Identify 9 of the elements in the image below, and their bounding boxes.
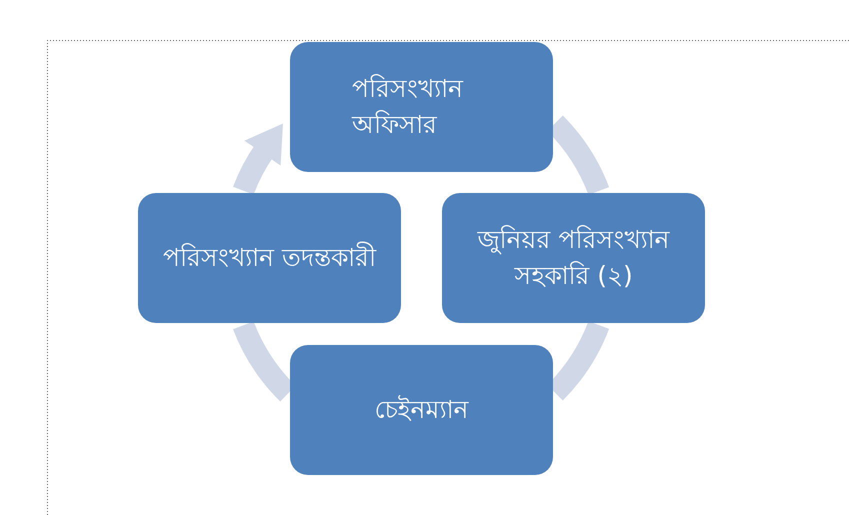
process-box (138, 193, 401, 323)
process-box (290, 42, 553, 172)
cycle-arrow (233, 123, 282, 195)
process-box (290, 345, 553, 475)
process-box (442, 193, 705, 323)
box-label: জুনিয়র পরিসংখ্যান সহকারি (২) (476, 224, 671, 292)
box-label: চেইনম্যান (374, 394, 468, 426)
box-label: পরিসংখ্যান অফিসার (352, 73, 464, 141)
box-label: পরিসংখ্যান তদন্তকারী (163, 240, 376, 274)
